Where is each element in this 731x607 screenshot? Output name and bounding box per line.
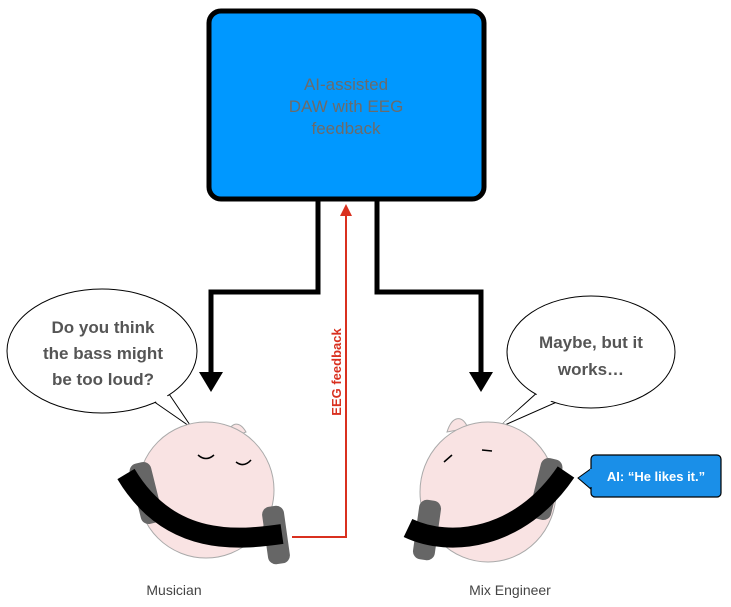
musician-figure: Musician <box>117 421 290 598</box>
musician-speech-line-2: the bass might <box>43 344 163 363</box>
musician-speech-line-3: be too loud? <box>52 370 154 389</box>
eeg-feedback-label: EEG feedback <box>329 328 344 416</box>
musician-speech-bubble: Do you think the bass might be too loud? <box>6 288 198 429</box>
ai-callout: AI: “He likes it.” <box>577 454 722 498</box>
eeg-feedback-arrow: EEG feedback <box>292 204 352 538</box>
output-arrow-to-musician <box>199 201 321 392</box>
engineer-right-eye <box>481 449 493 452</box>
engineer-speech-line-1: Maybe, but it <box>539 333 643 352</box>
daw-box-line-2: DAW with EEG <box>289 97 404 116</box>
engineer-figure: Mix Engineer <box>403 418 575 598</box>
engineer-speech-line-2: works… <box>557 360 624 379</box>
daw-box-line-3: feedback <box>312 119 381 138</box>
musician-left-eye <box>197 454 215 460</box>
musician-headphone-band <box>117 468 284 548</box>
engineer-left-eye <box>443 454 453 463</box>
musician-right-eye <box>235 459 252 466</box>
musician-speech-line-1: Do you think <box>52 318 155 337</box>
engineer-label: Mix Engineer <box>469 582 551 598</box>
output-arrow-to-engineer <box>374 201 493 392</box>
engineer-headphone-band <box>403 466 575 548</box>
ai-callout-text: AI: “He likes it.” <box>607 469 705 484</box>
daw-box-line-1: AI-assisted <box>304 75 388 94</box>
musician-label: Musician <box>146 582 201 598</box>
engineer-speech-bubble: Maybe, but it works… <box>497 295 676 429</box>
daw-system-box: AI-assisted DAW with EEG feedback <box>206 8 487 202</box>
